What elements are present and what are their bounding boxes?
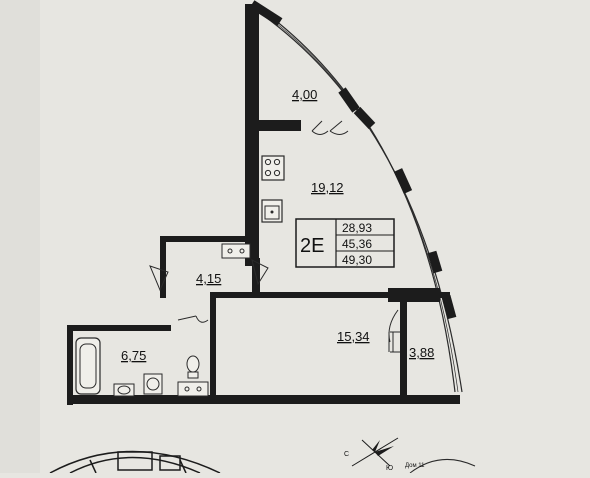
room-area-bedroom: 15,34 bbox=[337, 329, 370, 344]
washing-machine-icon bbox=[143, 373, 163, 395]
room-area-balcony-side: 3,88 bbox=[409, 345, 434, 360]
room-area-bathroom: 6,75 bbox=[121, 348, 146, 363]
bathtub-icon bbox=[75, 337, 101, 395]
unit-summary-box: 2E 28,93 45,36 49,30 bbox=[295, 218, 395, 268]
house-outline bbox=[409, 458, 476, 474]
unit-code: 2E bbox=[300, 235, 324, 257]
house-label: Дом 11 bbox=[405, 463, 425, 469]
unit-total-with-balcony: 49,30 bbox=[342, 253, 372, 267]
bath-cabinet-icon bbox=[177, 381, 209, 397]
washbasin-icon bbox=[113, 383, 135, 397]
curved-facade-window bbox=[249, 5, 463, 393]
compass-south: Ю bbox=[386, 465, 393, 472]
side-balcony-window bbox=[388, 332, 394, 352]
compass-north: С bbox=[344, 451, 349, 458]
compass-icon: С Ю bbox=[344, 437, 399, 472]
hall-cabinet-icon bbox=[221, 243, 251, 259]
stove-icon bbox=[261, 155, 285, 181]
room-area-kitchen-living: 19,12 bbox=[311, 180, 344, 195]
kitchen-sink-icon bbox=[261, 199, 283, 223]
paper-shadow bbox=[0, 0, 40, 473]
unit-living-area: 28,93 bbox=[342, 221, 372, 235]
room-area-hall: 4,15 bbox=[196, 271, 221, 286]
toilet-icon bbox=[186, 355, 200, 379]
room-area-balcony-top: 4,00 bbox=[292, 87, 317, 102]
walls bbox=[67, 4, 460, 405]
unit-total-area: 45,36 bbox=[342, 237, 372, 251]
key-plan-thumbnail bbox=[49, 450, 221, 474]
